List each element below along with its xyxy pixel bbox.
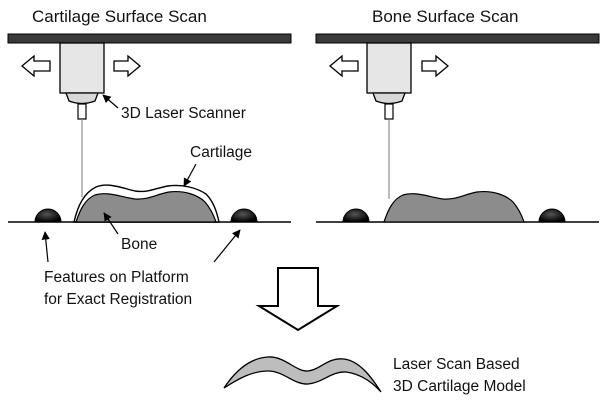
right-bone-shape <box>383 190 525 223</box>
features-label-line2: for Exact Registration <box>44 291 192 308</box>
feature-pointer-left <box>41 231 50 263</box>
result-label-line1: Laser Scan Based <box>393 356 520 373</box>
left-marker-2 <box>230 208 258 223</box>
left-marker-1 <box>34 208 62 223</box>
left-move-right-arrow-icon <box>113 54 142 78</box>
scanner-label: 3D Laser Scanner <box>121 105 246 122</box>
scanner-pointer-arrow <box>102 94 119 109</box>
feature-pointer-right <box>213 229 241 263</box>
right-laser-scanner <box>366 42 412 120</box>
right-scanner-rail <box>315 33 600 44</box>
cartilage-label: Cartilage <box>190 144 252 161</box>
left-laser-scanner <box>59 42 105 120</box>
left-scanner-rail <box>7 33 292 44</box>
right-panel-title: Bone Surface Scan <box>372 7 518 26</box>
result-down-arrow-icon <box>255 267 341 332</box>
right-marker-2 <box>538 208 566 223</box>
cartilage-model-shape <box>223 356 382 393</box>
bone-label: Bone <box>121 236 157 253</box>
right-move-left-arrow-icon <box>328 54 359 78</box>
bone-pointer-arrow <box>103 212 119 235</box>
right-marker-1 <box>342 208 370 223</box>
left-panel-title: Cartilage Surface Scan <box>32 7 207 26</box>
right-move-right-arrow-icon <box>421 54 450 78</box>
left-move-left-arrow-icon <box>20 54 51 78</box>
result-label-line2: 3D Cartilage Model <box>393 378 526 395</box>
cartilage-pointer-arrow <box>183 163 197 187</box>
features-label-line1: Features on Platform <box>44 269 189 286</box>
